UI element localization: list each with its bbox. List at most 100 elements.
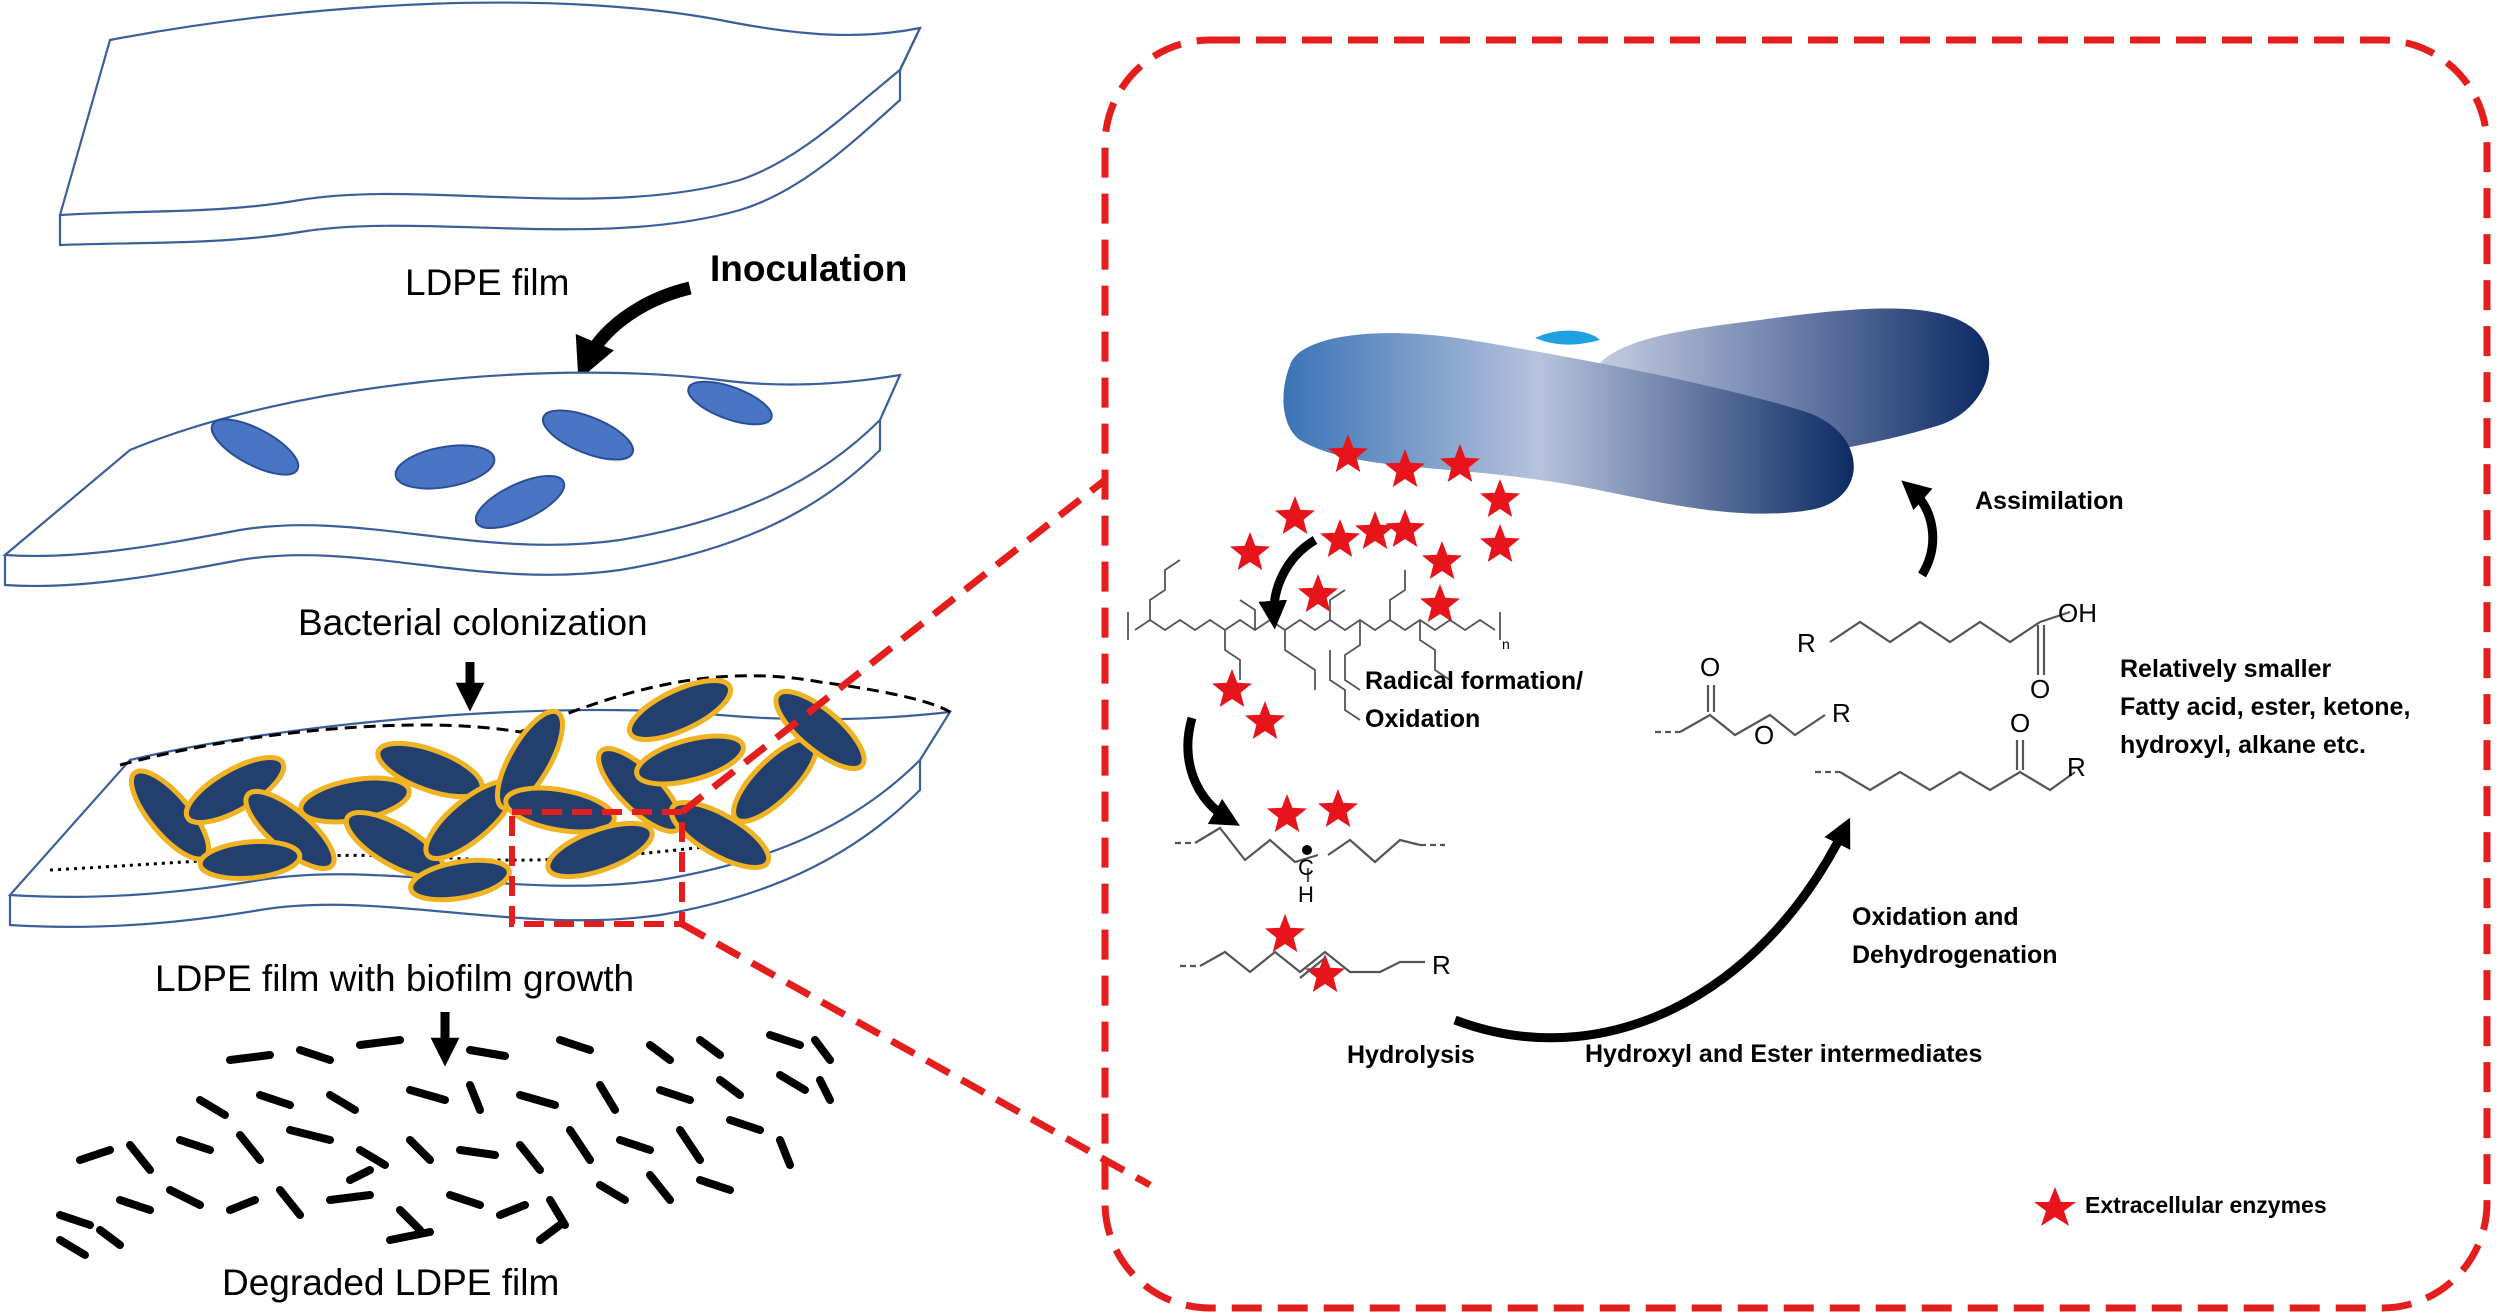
enzyme-star <box>1305 954 1345 992</box>
film-fragment <box>406 1136 434 1164</box>
zoom-region-box <box>509 809 685 927</box>
film-fragment <box>656 1086 694 1104</box>
enzyme-star <box>1298 574 1338 612</box>
radical-carbon-label: C <box>1298 855 1314 880</box>
acid-r-label: R <box>1797 628 1816 658</box>
enzyme-star <box>1275 496 1315 534</box>
ester-structure <box>1655 685 1826 737</box>
film-fragment <box>556 1036 594 1054</box>
film-fragment <box>646 1041 674 1064</box>
film-fragment <box>406 1086 449 1104</box>
radical-formation-line2: Oxidation <box>1365 705 1481 733</box>
radical-formation-line1: Radical formation/ <box>1365 667 1584 695</box>
film-fragment <box>726 1116 764 1134</box>
film-fragment <box>466 1081 484 1114</box>
film-fragment <box>811 1036 834 1064</box>
enzyme-star <box>1318 789 1358 827</box>
film-fragment <box>546 1196 569 1229</box>
enzyme-star <box>1440 444 1480 482</box>
film-fragment <box>56 1211 94 1229</box>
film-fragment <box>166 1186 204 1209</box>
film-fragment <box>396 1206 424 1234</box>
biofilm-boundary-top <box>119 674 951 767</box>
unsaturated-r-label: R <box>1432 950 1451 980</box>
film-fragment <box>276 1186 304 1219</box>
acid-oh-label: OH <box>2058 598 2097 628</box>
products-line2: Fatty acid, ester, ketone, <box>2120 693 2411 721</box>
dehydrogenation-arrow <box>1453 817 1851 1043</box>
enzyme-star <box>1212 669 1252 707</box>
assimilation-label: Assimilation <box>1975 487 2124 515</box>
film-fragment <box>776 1071 809 1094</box>
film-fragment <box>596 1181 629 1204</box>
film-fragment <box>96 1226 124 1249</box>
biofilm-boundary-bottom <box>49 838 761 872</box>
enzyme-star <box>1245 701 1285 739</box>
radical-hydrogen-label: H <box>1298 882 1314 907</box>
inoculation-arrow <box>575 281 692 381</box>
acid-carbonyl-o: O <box>2030 674 2051 704</box>
legend-label: Extracellular enzymes <box>2085 1192 2327 1218</box>
zoom-panel-border <box>1101 36 2491 1312</box>
planktonic-bacteria <box>210 380 773 530</box>
radical-intermediate <box>1175 826 1445 882</box>
film-fragment <box>566 1126 594 1164</box>
ester-r-label: R <box>1832 698 1851 728</box>
film-fragment <box>676 1126 704 1164</box>
degraded-fragments <box>56 1031 834 1259</box>
film-fragment <box>536 1221 564 1244</box>
film-fragment <box>516 1091 559 1109</box>
film-fragment <box>386 1228 434 1244</box>
film-fragment <box>466 1046 509 1060</box>
intermediates-label: Hydroxyl and Ester intermediates <box>1585 1040 1983 1068</box>
film-fragment <box>356 1036 404 1049</box>
enzyme-star <box>1422 541 1462 579</box>
ketone-o-label: O <box>2010 708 2031 738</box>
ketone-structure <box>1815 740 2076 792</box>
enzyme-star <box>1320 519 1360 557</box>
zoom-connector-top <box>679 477 1108 815</box>
film-fragment <box>116 1196 154 1214</box>
oxidation-line1: Oxidation and <box>1852 903 2019 931</box>
biofilm-cells <box>128 678 867 903</box>
film-fragment <box>446 1191 484 1209</box>
oxidation-dehydrogenation-label: Oxidation and Dehydrogenation <box>1852 898 2058 974</box>
film-fragment <box>766 1031 804 1049</box>
film-fragment <box>596 1081 619 1114</box>
enzyme-star <box>1265 914 1305 952</box>
film-fragment <box>326 1091 359 1114</box>
film-fragment <box>816 1076 834 1104</box>
degraded-film-label: Degraded LDPE film <box>222 1262 560 1303</box>
enzyme-star <box>1420 584 1460 622</box>
film-fragment <box>196 1096 229 1119</box>
bacterial-cell-pair <box>1283 308 1990 514</box>
film-fragment <box>176 1136 214 1154</box>
inoculation-label: Inoculation <box>710 248 908 289</box>
film-fragment <box>226 1196 259 1214</box>
film-fragment <box>696 1176 734 1194</box>
enzyme-star <box>1480 524 1520 562</box>
ester-link-o: O <box>1754 720 1775 750</box>
film-fragment <box>496 1201 529 1219</box>
film-fragment <box>76 1146 114 1164</box>
film-fragment <box>346 1166 374 1184</box>
ketone-r-label: R <box>2067 752 2086 782</box>
oxidation-arrow <box>1183 716 1240 826</box>
film-fragment <box>646 1171 674 1204</box>
film-fragment <box>456 1146 499 1159</box>
enzyme-star <box>1385 509 1425 547</box>
film-fragment <box>716 1076 744 1099</box>
enzyme-star <box>1230 532 1270 570</box>
enzyme-stars <box>1212 434 1520 992</box>
film-fragment <box>226 1051 274 1064</box>
film-fragment <box>326 1191 374 1204</box>
film-fragment <box>236 1131 264 1164</box>
hydrolysis-label: Hydrolysis <box>1347 1041 1475 1069</box>
ldpe-film-label: LDPE film <box>405 262 570 303</box>
enzyme-star <box>1355 511 1395 549</box>
film-fragment <box>296 1046 334 1064</box>
radical-formation-label: Radical formation/ Oxidation <box>1365 662 1583 738</box>
film-fragment <box>616 1136 654 1154</box>
